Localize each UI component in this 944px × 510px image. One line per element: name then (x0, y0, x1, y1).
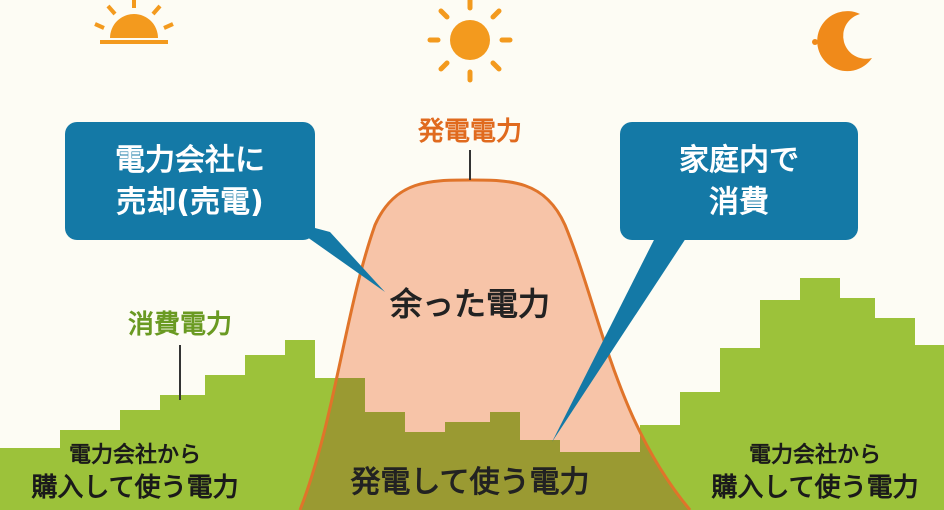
callout-home-line1: 家庭内で (679, 143, 799, 178)
consumption-label: 消費電力 (128, 310, 232, 340)
sun-icon (427, 0, 513, 83)
sunrise-icon (94, 0, 174, 44)
moon-stars-icon (812, 11, 872, 72)
callout-sell: 電力会社に 売却(売電) (65, 122, 385, 292)
buy-left-line2: 購入して使う電力 (31, 473, 238, 503)
buy-right-line1: 電力会社から (749, 442, 881, 468)
callout-home-line2: 消費 (709, 185, 769, 220)
callout-sell-line2: 売却(売電) (116, 185, 263, 220)
generation-label: 発電電力 (417, 117, 522, 147)
buy-left-line1: 電力会社から (69, 442, 201, 468)
self-use-label: 発電して使う電力 (349, 465, 589, 500)
callout-sell-line1: 電力会社に (115, 143, 265, 178)
surplus-label: 余った電力 (389, 285, 550, 323)
buy-right-line2: 購入して使う電力 (711, 473, 918, 503)
callout-home: 家庭内で 消費 (552, 122, 858, 442)
consumption-area (0, 278, 944, 510)
